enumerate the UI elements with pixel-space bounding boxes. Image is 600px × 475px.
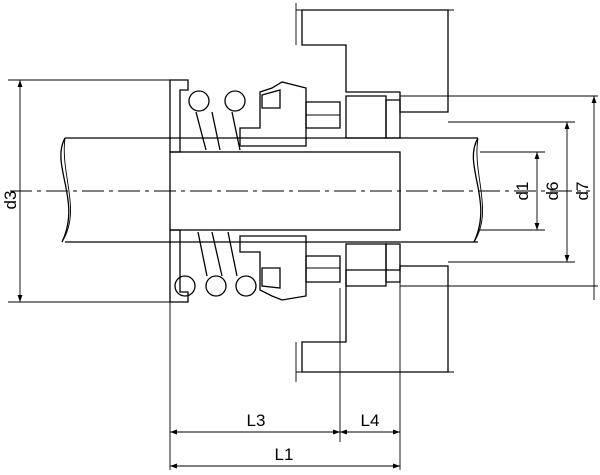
dimension-l4: L4 [340,411,400,435]
shaft [60,137,483,243]
dimension-l3: L3 [170,411,340,435]
spring-retainer-upper [169,79,189,153]
dimension-d3: d3 [1,79,178,303]
dimension-l1: L1 [170,445,400,469]
spring-retainer-lower [169,229,189,303]
rotating-face-lower [305,255,341,283]
dimension-extensions [169,282,401,470]
l4-label: L4 [361,411,380,430]
d7-label: d7 [573,182,592,201]
d3-label: d3 [1,191,20,210]
d6-label: d6 [543,182,562,201]
l1-label: L1 [275,445,294,464]
stationary-seat-lower [345,243,401,287]
dimension-d7: d7 [400,95,598,300]
d1-label: d1 [513,182,532,201]
rotating-face-upper [305,101,341,129]
housing-lower [295,265,454,382]
seal-head-upper [239,81,307,147]
l3-label: L3 [247,411,266,430]
stationary-seat-upper [345,95,401,139]
housing-upper [295,3,454,113]
seal-head-lower [239,235,307,301]
spring-coils [174,90,257,297]
dimension-d6: d6 [448,121,575,263]
dimension-d1: d1 [480,151,545,231]
